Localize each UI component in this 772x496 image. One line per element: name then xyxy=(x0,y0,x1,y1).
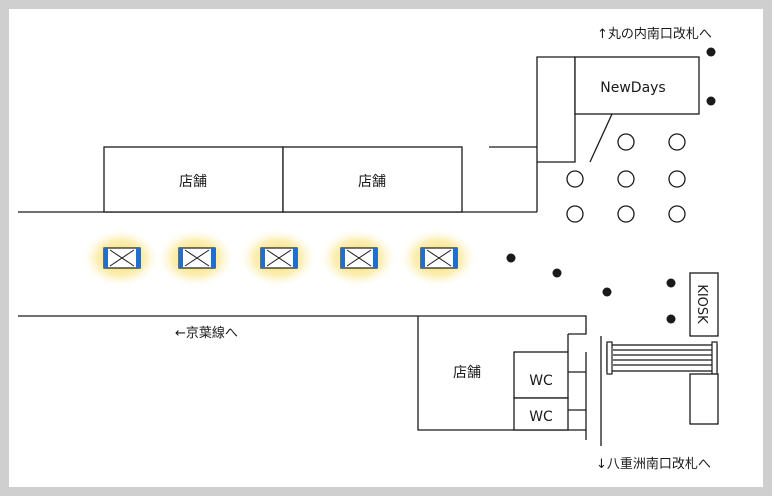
keiyo-line-label[interactable]: ←京葉線へ xyxy=(175,325,238,341)
gate-3 xyxy=(238,228,318,288)
pillar-dot-icon xyxy=(602,287,612,297)
column-icon xyxy=(617,133,635,151)
upper-right-structure-inner xyxy=(537,57,576,163)
gate-4 xyxy=(318,228,398,288)
column-icon xyxy=(566,205,584,223)
marunouchi-south-gate-label[interactable]: ↑丸の内南口改札へ xyxy=(597,26,712,42)
columns xyxy=(566,133,686,223)
pillar-dot-icon xyxy=(506,253,516,263)
pillar-dot-icon xyxy=(666,278,676,288)
ticket-gates xyxy=(81,228,478,288)
column-icon xyxy=(668,170,686,188)
pillar-dot-icon xyxy=(706,96,716,106)
pillar-dot-icon xyxy=(552,268,562,278)
yaesu-south-gate-label[interactable]: ↓八重洲南口改札へ xyxy=(596,456,711,472)
upper-right-structure-left xyxy=(536,56,575,212)
column-icon xyxy=(668,205,686,223)
wc-lower xyxy=(513,397,569,431)
pillar-dot-icon xyxy=(666,314,676,324)
column-icon xyxy=(668,133,686,151)
stairs xyxy=(606,344,718,372)
newdays-store xyxy=(574,56,700,115)
kiosk-lower-block xyxy=(689,373,719,425)
shop-lower-label: 店舗 xyxy=(453,365,481,381)
newdays-label: NewDays xyxy=(600,80,665,96)
newdays-diagonal xyxy=(589,113,613,163)
shop-upper-left-label: 店舗 xyxy=(179,174,207,190)
wc-upper-label: WC xyxy=(529,373,553,389)
shop-upper-right xyxy=(282,146,463,213)
column-icon xyxy=(617,205,635,223)
shop-upper-left xyxy=(103,146,284,213)
column-icon xyxy=(617,170,635,188)
gate-5 xyxy=(398,228,478,288)
wc-upper xyxy=(513,351,569,399)
gate-1 xyxy=(81,228,161,288)
gate-2 xyxy=(156,228,236,288)
pillar-dots xyxy=(506,47,716,324)
wc-lower-label: WC xyxy=(529,409,553,425)
kiosk-label: KIOSK xyxy=(694,284,709,324)
lower-shop-top xyxy=(418,315,587,335)
pillar-dot-icon xyxy=(706,47,716,57)
column-icon xyxy=(566,170,584,188)
kiosk-store xyxy=(689,272,719,337)
shop-upper-right-label: 店舗 xyxy=(358,174,386,190)
